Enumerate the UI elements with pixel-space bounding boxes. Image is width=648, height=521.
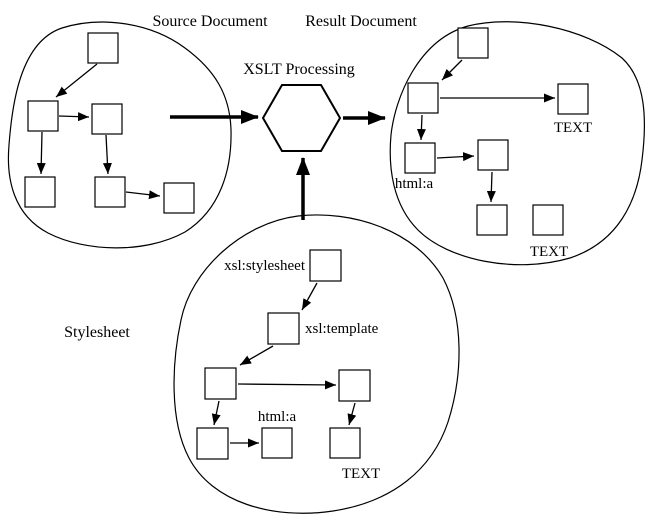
stylesheet-arrow-1-to-2: [237, 380, 337, 390]
stylesheet-arrow-2-to-text: [347, 402, 357, 426]
result-text-node-bottom: [532, 204, 564, 236]
result-text-node-top: [557, 83, 589, 115]
template-node-2: [338, 369, 371, 402]
result-root-node: [457, 27, 489, 59]
stylesheet-text-node: [329, 427, 361, 459]
stylesheet-blob: [173, 214, 460, 514]
result-arrow-2-to-3: [486, 171, 496, 203]
stylesheet-title: Stylesheet: [64, 324, 130, 341]
template-node-1: [204, 367, 237, 400]
source-root-node: [87, 32, 119, 64]
result-text-bottom-label: TEXT: [530, 244, 568, 260]
source-arrow-1-to-2: [58, 112, 90, 122]
stylesheet-arrow-template-to-1: [239, 345, 274, 366]
xsl-template-node: [267, 312, 300, 345]
source-arrow-2-to-4: [102, 134, 112, 175]
result-node-3: [476, 204, 508, 236]
source-arrow-root-to-1: [55, 63, 98, 98]
result-document-title: Result Document: [305, 13, 417, 30]
result-text-top-label: TEXT: [554, 120, 592, 136]
stylesheet-text-label: TEXT: [342, 466, 380, 482]
source-document-blob: [7, 21, 232, 249]
result-html-a-node: [404, 142, 436, 174]
source-node-3: [24, 176, 56, 208]
source-document-group: [7, 21, 232, 249]
result-arrow-html-a-to-2: [436, 152, 475, 162]
stylesheet-html-a-node: [261, 427, 293, 459]
stylesheet-html-a-label: html:a: [258, 409, 297, 425]
template-node-3: [196, 427, 229, 460]
result-document-blob: [389, 21, 646, 266]
result-node-2: [477, 139, 509, 171]
source-node-4: [94, 176, 126, 208]
stylesheet-arrow-root-to-template: [301, 282, 318, 311]
source-node-1: [27, 100, 59, 132]
result-arrow-1-to-html-a: [416, 114, 426, 141]
source-arrow-1-to-3: [36, 131, 46, 175]
source-document-title: Source Document: [152, 13, 268, 30]
xslt-processing-title: XSLT Processing: [243, 61, 355, 78]
source-node-5: [163, 182, 195, 214]
stylesheet-group: xsl:stylesheet xsl:template html:a TEXT: [173, 214, 460, 514]
result-node-1: [407, 82, 439, 114]
xslt-processor-hexagon: [261, 84, 342, 152]
xsl-template-label: xsl:template: [305, 321, 379, 337]
stylesheet-arrow-1-to-3: [211, 400, 221, 426]
result-arrow-root-to-1: [441, 59, 463, 81]
result-html-a-label: html:a: [395, 176, 434, 192]
xslt-processor-group: [170, 84, 386, 220]
source-arrow-4-to-5: [125, 190, 161, 200]
source-node-2: [91, 103, 123, 135]
xsl-stylesheet-node: [309, 249, 342, 282]
result-document-group: TEXT html:a TEXT: [389, 21, 646, 266]
xsl-stylesheet-label: xsl:stylesheet: [224, 258, 306, 274]
